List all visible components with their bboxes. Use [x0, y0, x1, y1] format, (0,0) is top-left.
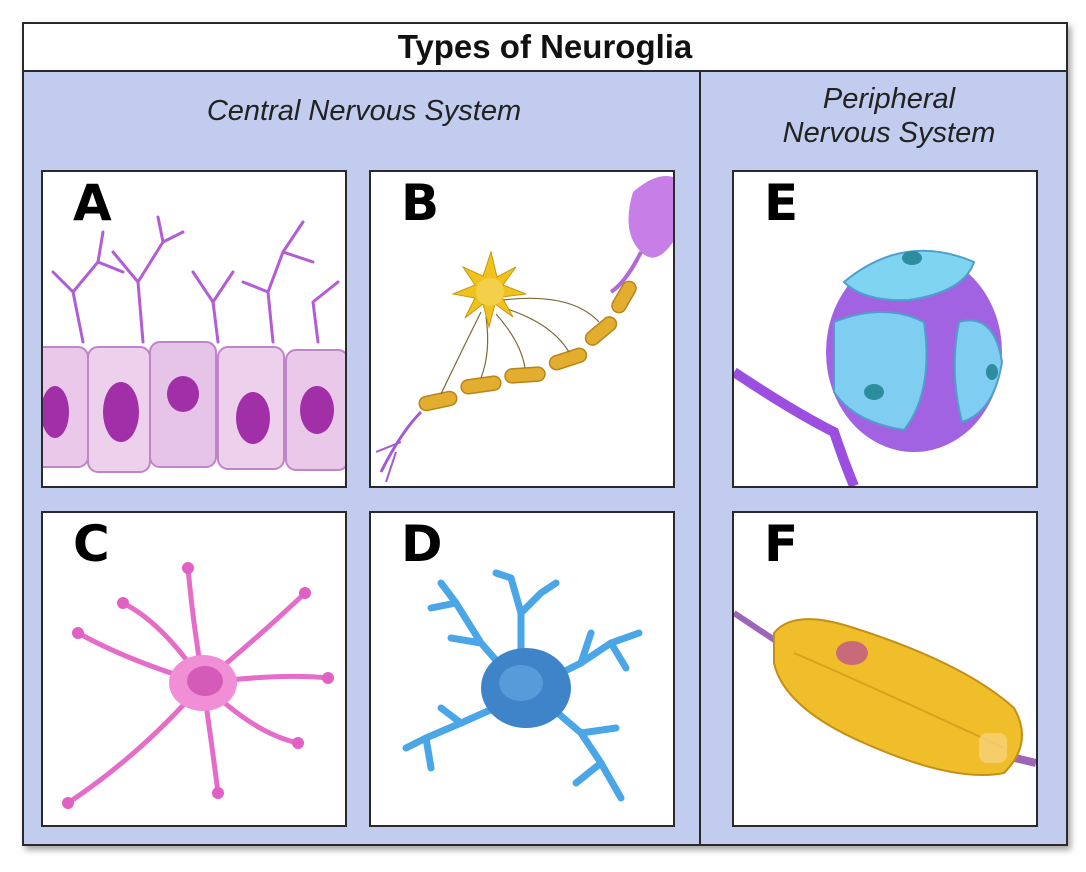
panel-d: D [369, 511, 675, 827]
panel-a-label: A [73, 174, 112, 232]
pns-title-line-1: Peripheral [822, 83, 956, 115]
ependymal-cells-icon [43, 215, 345, 473]
pns-section-title: Peripheral Nervous System [724, 82, 1054, 150]
panel-a: A [41, 170, 347, 488]
panel-e-label: E [764, 174, 799, 232]
schwann-cell-icon [734, 610, 1036, 776]
panel-b-label: B [401, 174, 440, 232]
section-divider [699, 70, 701, 844]
oligodendrocyte-icon [375, 176, 673, 483]
panel-f-label: F [764, 515, 799, 573]
title-bar: Types of Neuroglia [24, 24, 1066, 72]
pns-title-line-2: Nervous System [782, 117, 996, 149]
panel-c-label: C [73, 515, 110, 573]
astrocyte-icon [62, 562, 334, 809]
panel-d-label: D [401, 515, 443, 573]
panel-b: B [369, 170, 675, 488]
cns-section-title: Central Nervous System [206, 95, 522, 127]
satellite-cells-icon [734, 249, 1004, 486]
panel-e: E [732, 170, 1038, 488]
panel-f: F [732, 511, 1038, 827]
microglia-icon [402, 569, 643, 802]
diagram-title: Types of Neuroglia [397, 28, 693, 65]
neuroglia-diagram: Types of Neuroglia Central Nervous Syste… [22, 22, 1068, 846]
panel-c: C [41, 511, 347, 827]
